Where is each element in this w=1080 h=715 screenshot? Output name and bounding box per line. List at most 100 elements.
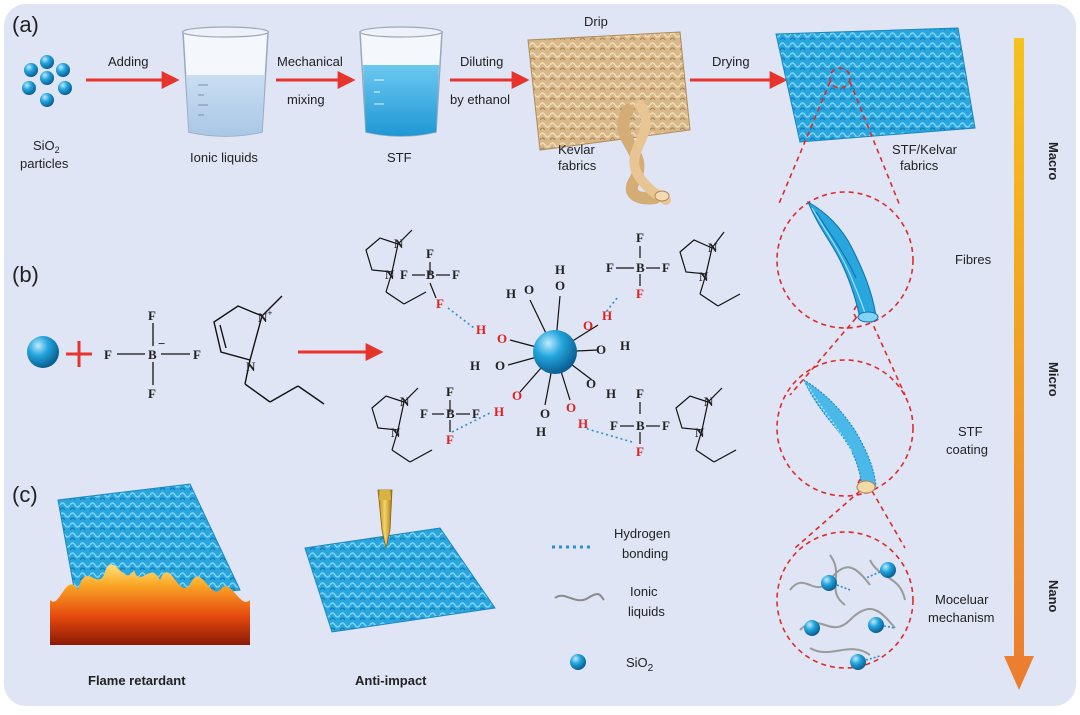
stf-coating-label-2: coating	[946, 442, 988, 457]
svg-text:F: F	[472, 406, 480, 421]
sio2-particle-icon	[850, 654, 866, 670]
svg-text:F: F	[148, 386, 156, 401]
ion-pair-bottom-left: N N F F B F F	[371, 384, 480, 463]
svg-text:H: H	[494, 404, 504, 419]
scale-axis-arrow	[1004, 38, 1034, 690]
bmim-n-plus: N+	[258, 308, 273, 325]
svg-text:F: F	[636, 444, 644, 459]
svg-text:F: F	[193, 347, 201, 362]
svg-text:N: N	[391, 425, 401, 440]
legend-ionic-label-1: Ionic	[630, 584, 658, 599]
sio2-particle-icon	[40, 55, 54, 69]
ionic-liquids-label: Ionic liquids	[190, 150, 258, 165]
bf4-anion-structure: F F B − F F	[104, 308, 201, 401]
plus-sign-icon	[66, 341, 92, 367]
stf-kevlar-fabric-icon	[775, 27, 976, 143]
sio2-particle-icon	[880, 562, 896, 578]
svg-text:H: H	[606, 386, 616, 401]
stf-kevlar-label-1: STF/Kelvar	[892, 142, 958, 157]
panel-label-b: (b)	[12, 262, 39, 287]
molecular-label-1: Moceluar	[935, 592, 989, 607]
svg-text:O: O	[596, 342, 606, 357]
sio2-particle-icon	[821, 575, 837, 591]
ion-pair-top-left: N N F F B F F	[365, 229, 460, 311]
svg-text:N: N	[385, 267, 395, 282]
svg-text:F: F	[662, 418, 670, 433]
sio2-particles-label: particles	[20, 156, 69, 171]
svg-text:N: N	[394, 236, 404, 251]
ionic-liquid-beaker-icon	[181, 26, 270, 137]
scale-macro-label: Macro	[1046, 142, 1061, 180]
legend-ionic-label-2: liquids	[628, 604, 665, 619]
step-mixing-label: mixing	[287, 92, 325, 107]
zoom-circle-fibres	[776, 191, 914, 329]
sio2-label: SiO2	[33, 138, 60, 155]
svg-text:F: F	[452, 267, 460, 282]
svg-text:F: F	[636, 286, 644, 301]
step-diluting-label: Diluting	[460, 54, 503, 69]
svg-text:O: O	[566, 400, 576, 415]
svg-text:F: F	[400, 267, 408, 282]
zoom-circle-molecular	[776, 531, 914, 669]
svg-text:N: N	[699, 269, 709, 284]
svg-text:B: B	[426, 267, 435, 282]
svg-text:N: N	[400, 394, 410, 409]
svg-text:B: B	[636, 260, 645, 275]
svg-text:F: F	[662, 260, 670, 275]
legend-sio2-swatch	[570, 654, 586, 670]
scale-micro-label: Micro	[1046, 362, 1061, 397]
zoom-circle-coating	[776, 359, 914, 497]
sio2-particles-cluster	[22, 55, 72, 107]
svg-text:O: O	[495, 358, 505, 373]
sio2-particle-icon	[868, 617, 884, 633]
step-mechanical-label: Mechanical	[277, 54, 343, 69]
step-by-ethanol-label: by ethanol	[450, 92, 510, 107]
step-drying-label: Drying	[712, 54, 750, 69]
svg-text:F: F	[606, 260, 614, 275]
svg-text:N: N	[695, 425, 705, 440]
svg-text:F: F	[446, 432, 454, 447]
kevlar-fabric-icon	[527, 31, 691, 205]
svg-text:O: O	[555, 278, 565, 293]
svg-text:F: F	[610, 418, 618, 433]
fibre-bundle-icon	[806, 200, 879, 323]
sio2-particle-icon	[56, 63, 70, 77]
sio2-particle-icon	[40, 71, 54, 85]
zoom-spot-fabric	[829, 67, 851, 89]
svg-text:N: N	[708, 240, 718, 255]
legend-hbond-label-1: Hydrogen	[614, 526, 670, 541]
flame-retardant-label: Flame retardant	[88, 673, 186, 688]
bmim-cation-structure	[213, 295, 325, 405]
ion-pair-top-right: N N F F B F F	[606, 230, 741, 307]
legend-ionic-swatch	[554, 593, 605, 602]
legend: Hydrogen bonding Ionic liquids SiO2	[552, 526, 670, 674]
svg-text:O: O	[497, 331, 507, 346]
sio2-hydroxyl-complex: O H O H O H O H O H O H O H O H O H O H	[470, 262, 630, 439]
legend-hbond-label-2: bonding	[622, 546, 668, 561]
sio2-sphere-icon	[27, 336, 59, 368]
svg-text:F: F	[420, 406, 428, 421]
step-drip-label: Drip	[584, 14, 608, 29]
svg-text:F: F	[636, 386, 644, 401]
svg-text:H: H	[536, 424, 546, 439]
svg-text:O: O	[583, 318, 593, 333]
svg-text:F: F	[426, 246, 434, 261]
svg-text:B: B	[148, 347, 157, 362]
anti-impact-illustration	[304, 489, 496, 633]
legend-sio2-label: SiO2	[626, 655, 654, 674]
step-adding-label: Adding	[108, 54, 148, 69]
svg-text:F: F	[148, 308, 156, 323]
svg-text:O: O	[540, 406, 550, 421]
kevlar-label-1: Kevlar	[558, 142, 596, 157]
svg-text:O: O	[524, 282, 534, 297]
coated-fibre-icon	[802, 378, 877, 494]
molecular-label-2: mechanism	[928, 610, 994, 625]
svg-text:H: H	[470, 358, 480, 373]
svg-text:H: H	[602, 308, 612, 323]
svg-text:H: H	[620, 338, 630, 353]
svg-text:F: F	[436, 296, 444, 311]
sio2-particle-icon	[24, 63, 38, 77]
anti-impact-label: Anti-impact	[355, 673, 427, 688]
svg-text:H: H	[578, 416, 588, 431]
svg-text:O: O	[586, 376, 596, 391]
